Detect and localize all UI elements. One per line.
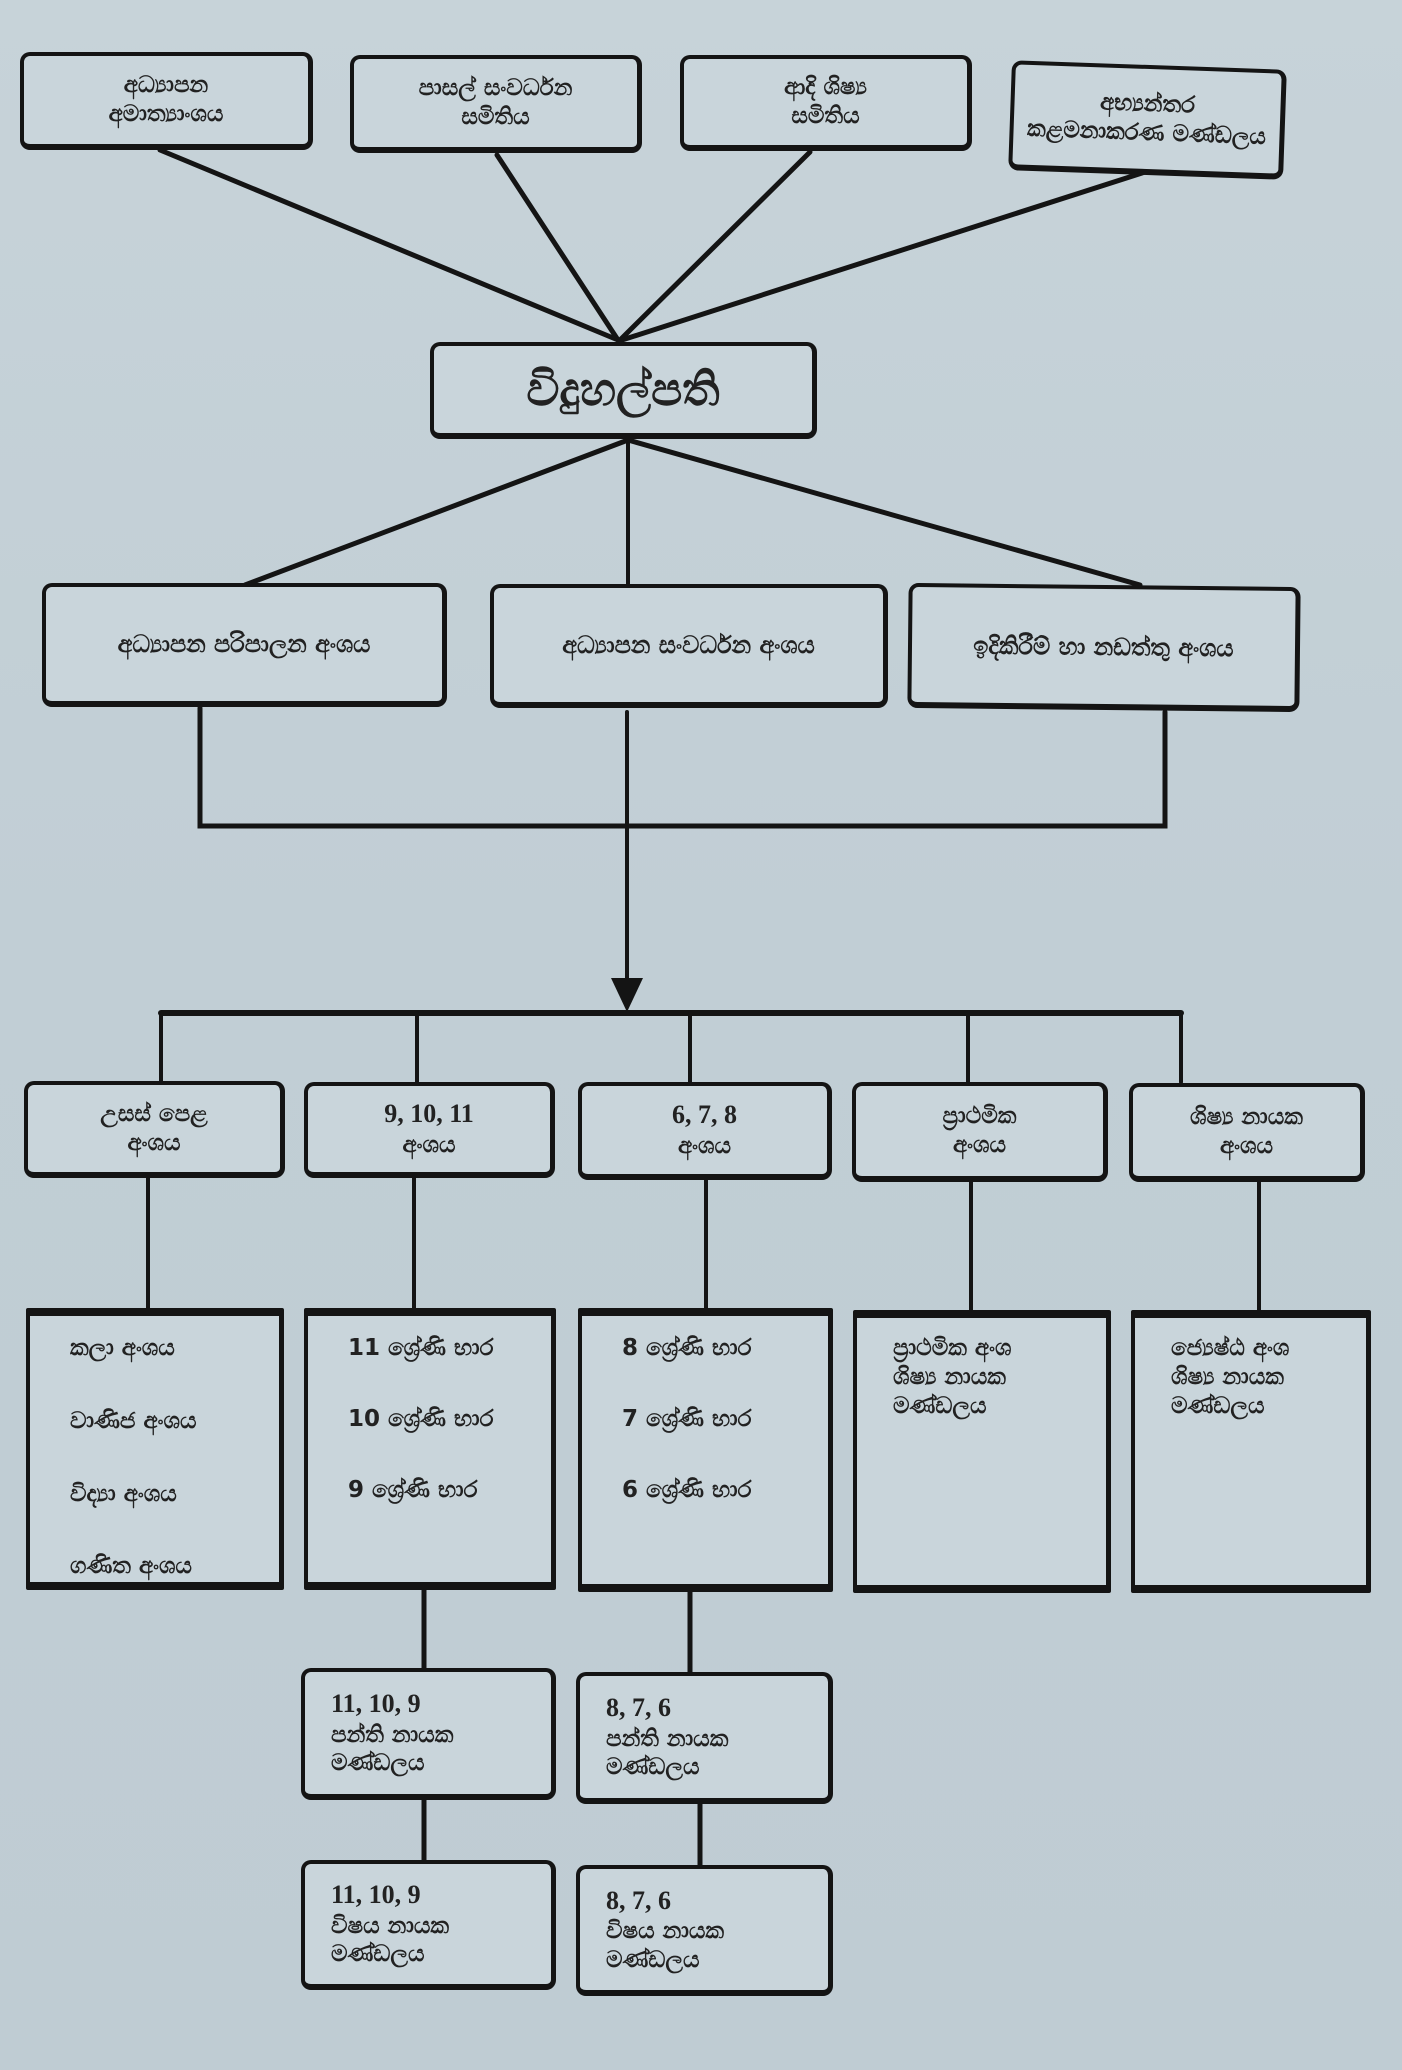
box-class-leaders-11-9: 11, 10, 9 පන්ති නායක මණ්ඩලය xyxy=(301,1668,556,1800)
al-stream-arts: කලා අංශය xyxy=(70,1335,175,1361)
grade-11-head: 11 ශ්‍රේණි භාර xyxy=(348,1335,494,1361)
connector-sdc-principal xyxy=(494,152,621,343)
al-stream-maths: ගණිත අංශය xyxy=(70,1553,192,1580)
box-senior-prefects-board: ජ්‍යෙෂ්ඨ අංශ ශිෂ්‍ය නායක මණ්ඩලය xyxy=(1131,1310,1371,1593)
senior-prefects-line1: ජ්‍යෙෂ්ඨ අංශ xyxy=(1171,1335,1290,1361)
box-alumni-society: ආදි ශිෂ්‍ය සමිතිය xyxy=(680,55,972,151)
box-grade-heads-6-8: 8 ශ්‍රේණි භාර 7 ශ්‍රේණි භාර 6 ශ්‍රේණි භා… xyxy=(578,1308,833,1592)
subject-8-6-line1: 8, 7, 6 xyxy=(606,1885,671,1915)
connector-ministry-principal xyxy=(157,147,621,343)
connector-alumni-principal xyxy=(617,149,813,343)
box-al-streams: කලා අංශය වාණිජ අංශය විද්‍යා අංශය ගණිත අං… xyxy=(26,1308,284,1590)
section-prefects-line1: ශිෂ්‍ය නායක xyxy=(1190,1103,1303,1130)
primary-prefects-line1: ප්‍රාථමික අංශ xyxy=(893,1335,1012,1361)
box-primary-prefects-board: ප්‍රාථමික අංශ ශිෂ්‍ය නායක මණ්ඩලය xyxy=(853,1310,1111,1593)
al-stream-science: විද්‍යා අංශය xyxy=(70,1480,177,1507)
grade-9-head: 9 ශ්‍රේණි භාර xyxy=(348,1476,478,1503)
box-sdc-line1: පාසල් සංවර්ධන xyxy=(418,75,573,102)
box-grade-heads-9-11: 11 ශ්‍රේණි භාර 10 ශ්‍රේණි භාර 9 ශ්‍රේණි … xyxy=(304,1308,556,1590)
box-construction-maintenance: ඉදිකිරීම් හා නඩත්තු අංශය xyxy=(907,582,1301,713)
box-alumni-line1: ආදි ශිෂ්‍ය xyxy=(784,74,867,101)
subject-11-9-line2: විෂය නායක xyxy=(331,1912,450,1939)
arrow-head-icon xyxy=(611,978,643,1012)
class-11-9-line1: 11, 10, 9 xyxy=(331,1689,421,1718)
subject-8-6-line3: මණ්ඩලය xyxy=(606,1946,700,1973)
primary-prefects-line2: ශිෂ්‍ය නායක xyxy=(893,1363,1006,1390)
buildings-label: ඉදිකිරීම් හා නඩත්තු අංශය xyxy=(973,631,1234,662)
box-education-administration: අධ්‍යාපන පරිපාලන අංශය xyxy=(42,583,447,707)
subject-8-6-line2: විෂය නායක xyxy=(606,1918,725,1944)
grade-8-head: 8 ශ්‍රේණි භාර xyxy=(622,1335,752,1361)
box-alumni-line2: සමිතිය xyxy=(791,103,860,129)
section-g9-11-line2: අංශය xyxy=(402,1131,456,1158)
class-11-9-line2: පන්ති නායක xyxy=(331,1721,454,1748)
box-subject-leaders-11-9: 11, 10, 9 විෂය නායක මණ්ඩලය xyxy=(301,1860,556,1990)
box-education-development: අධ්‍යාපන සංවර්ධන අංශය xyxy=(490,584,888,708)
section-prefects-line2: අංශය xyxy=(1220,1132,1273,1159)
connector-internal-principal xyxy=(619,169,1148,343)
box-internal-line1: අභ්‍යන්තර xyxy=(1099,89,1196,119)
section-al-line2: අංශය xyxy=(127,1129,181,1156)
box-ministry: අධ්‍යාපන අමාත්‍යාංශය xyxy=(20,52,313,150)
box-section-grades-9-11: 9, 10, 11 අංශය xyxy=(304,1082,555,1178)
box-principal: විදුහල්පති xyxy=(430,342,817,439)
box-class-leaders-8-6: 8, 7, 6 පන්ති නායක මණ්ඩලය xyxy=(576,1672,833,1804)
box-subject-leaders-8-6: 8, 7, 6 විෂය නායක මණ්ඩලය xyxy=(576,1865,833,1996)
section-g9-11-line1: 9, 10, 11 xyxy=(384,1099,474,1129)
connector-principal-buildings xyxy=(625,437,1143,588)
box-internal-line2: කළමනාකරණ මණ්ඩලය xyxy=(1026,115,1267,151)
development-label: අධ්‍යාපන සංවර්ධන අංශය xyxy=(562,631,815,659)
section-g6-8-line1: 6, 7, 8 xyxy=(672,1100,737,1130)
admin-label: අධ්‍යාපන පරිපාලන අංශය xyxy=(117,630,371,658)
grade-10-head: 10 ශ්‍රේණි භාර xyxy=(348,1405,494,1432)
section-primary-line2: අංශය xyxy=(953,1132,1006,1158)
section-g6-8-line2: අංශය xyxy=(678,1132,731,1159)
box-ministry-line1: අධ්‍යාපන xyxy=(123,72,209,99)
box-ministry-line2: අමාත්‍යාංශය xyxy=(108,101,224,127)
al-stream-commerce: වාණිජ අංශය xyxy=(70,1407,197,1434)
senior-prefects-line2: ශිෂ්‍ය නායක xyxy=(1171,1363,1284,1390)
box-section-advanced-level: උසස් පෙළ අංශය xyxy=(24,1081,285,1178)
class-8-6-line1: 8, 7, 6 xyxy=(606,1693,671,1722)
class-8-6-line3: මණ්ඩලය xyxy=(606,1754,700,1781)
section-primary-line1: ප්‍රාථමික xyxy=(942,1103,1017,1130)
box-school-development-society: පාසල් සංවර්ධන සමිතිය xyxy=(350,55,642,153)
principal-label: විදුහල්පති xyxy=(526,361,720,416)
class-11-9-line3: මණ්ඩලය xyxy=(331,1750,425,1777)
box-sdc-line2: සමිතිය xyxy=(461,104,530,130)
box-internal-management-board: අභ්‍යන්තර කළමනාකරණ මණ්ඩලය xyxy=(1008,60,1287,180)
connector-principal-admin xyxy=(242,437,631,588)
connector-middle-bracket xyxy=(197,705,1168,829)
senior-prefects-line3: මණ්ඩලය xyxy=(1171,1392,1265,1419)
subject-11-9-line1: 11, 10, 9 xyxy=(331,1880,421,1909)
grade-7-head: 7 ශ්‍රේණි භාර xyxy=(622,1405,752,1432)
grade-6-head: 6 ශ්‍රේණි භාර xyxy=(622,1476,752,1503)
box-section-primary: ප්‍රාථමික අංශය xyxy=(852,1082,1108,1182)
box-section-grades-6-8: 6, 7, 8 අංශය xyxy=(578,1082,832,1180)
subject-11-9-line3: මණ්ඩලය xyxy=(331,1941,425,1968)
class-8-6-line2: පන්ති නායක xyxy=(606,1725,729,1752)
primary-prefects-line3: මණ්ඩලය xyxy=(893,1392,987,1419)
box-section-prefects: ශිෂ්‍ය නායක අංශය xyxy=(1129,1083,1365,1182)
section-al-line1: උසස් පෙළ xyxy=(100,1100,208,1127)
